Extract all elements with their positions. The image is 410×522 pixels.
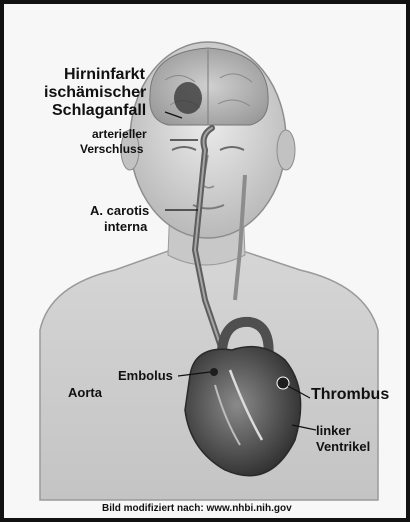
embolus-clot [210,368,218,376]
infarct-region [174,82,202,114]
label-embolus: Embolus [118,369,173,384]
label-ventricle-line1: linker [316,424,351,439]
image-credit: Bild modifiziert nach: www.nhbi.nih.gov [102,503,292,514]
label-carotid-line1: A. carotis [90,204,149,219]
label-aorta: Aorta [68,386,102,401]
label-brain-infarct-line2: ischämischer [44,84,146,102]
label-occlusion-line2: Verschluss [80,143,143,156]
label-thrombus: Thrombus [311,386,389,404]
label-brain-infarct-line1: Hirninfarkt [64,66,145,84]
thrombus-clot [277,377,289,389]
label-carotid-line2: interna [104,220,147,235]
label-occlusion-line1: arterieller [92,128,147,141]
label-brain-infarct-line3: Schlaganfall [52,102,146,120]
label-ventricle-line2: Ventrikel [316,440,370,455]
right-ear [277,130,295,170]
